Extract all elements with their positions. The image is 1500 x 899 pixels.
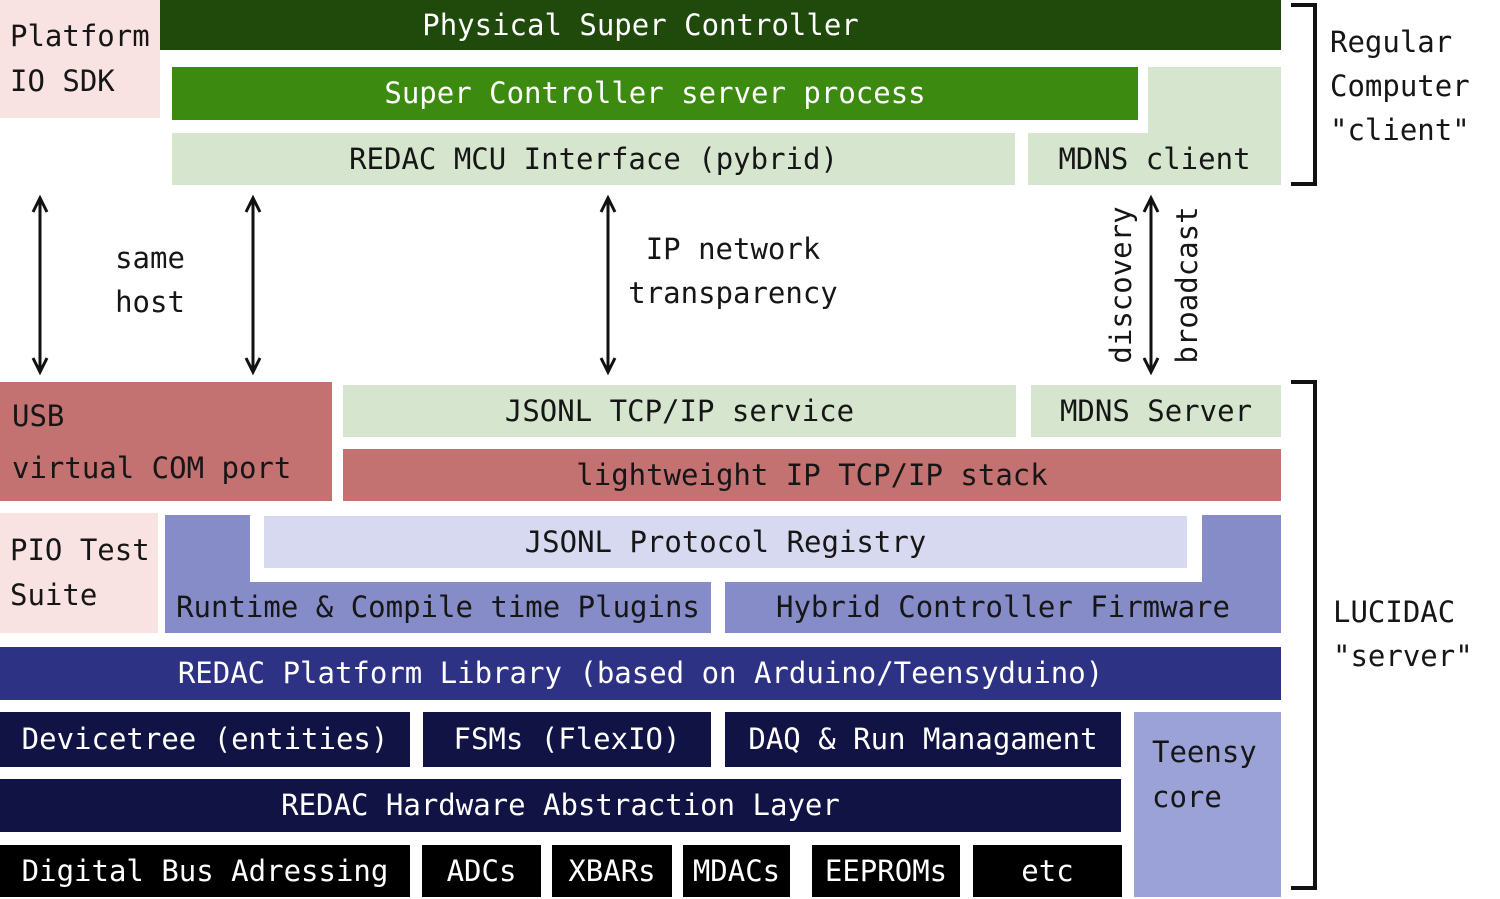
discovery-broadcast-arrow — [1142, 194, 1160, 376]
box-redac-mcu-interface: REDAC MCU Interface (pybrid) — [172, 133, 1015, 185]
box-jsonl-tcpip-service: JSONL TCP/IP service — [343, 385, 1016, 437]
box-platform-io-sdk: Platform IO SDK — [0, 0, 160, 118]
server-bracket — [1291, 380, 1317, 890]
box-runtime-compile-plugins: Runtime & Compile time Plugins — [165, 582, 711, 633]
box-devicetree-entities: Devicetree (entities) — [0, 712, 410, 767]
box-mdacs: MDACs — [683, 845, 790, 897]
same-host-label: same host — [115, 241, 185, 319]
box-digital-bus-addressing: Digital Bus Adressing — [0, 845, 410, 897]
box-etc: etc — [973, 845, 1122, 897]
same-host-arrow-1 — [31, 194, 49, 376]
box-daq-run-management: DAQ & Run Managament — [725, 712, 1121, 767]
ip-network-arrow — [599, 194, 617, 376]
box-mdns-client: MDNS client — [1028, 133, 1281, 185]
box-jsonl-protocol-registry: JSONL Protocol Registry — [264, 516, 1187, 568]
broadcast-label: broadcast — [1170, 206, 1204, 364]
box-xbars: XBARs — [552, 845, 672, 897]
box-physical-super-controller: Physical Super Controller — [0, 0, 1281, 50]
client-bracket — [1291, 3, 1317, 186]
box-redac-platform-library: REDAC Platform Library (based on Arduino… — [0, 647, 1281, 700]
server-bracket-label: LUCIDAC "server" — [1333, 595, 1473, 673]
connection-arrows — [31, 194, 1160, 376]
discovery-label: discovery — [1104, 206, 1138, 364]
box-teensy-core: Teensy core — [1134, 712, 1281, 897]
box-hybrid-controller-firmware: Hybrid Controller Firmware — [725, 582, 1281, 633]
box-adcs: ADCs — [422, 845, 541, 897]
client-bracket-label: Regular Computer "client" — [1330, 25, 1470, 147]
box-super-controller-server-process: Super Controller server process — [172, 67, 1138, 120]
box-redac-hardware-abstraction-layer: REDAC Hardware Abstraction Layer — [0, 779, 1121, 832]
box-pio-test-suite: PIO Test Suite — [0, 513, 158, 633]
ip-network-transparency-label: IP network transparency — [628, 232, 838, 310]
same-host-arrow-2 — [244, 194, 262, 376]
box-mdns-server: MDNS Server — [1031, 385, 1281, 437]
box-usb-virtual-com-port: USB virtual COM port — [0, 382, 332, 501]
box-lightweight-ip-stack: lightweight IP TCP/IP stack — [343, 449, 1281, 501]
box-eeproms: EEPROMs — [812, 845, 960, 897]
box-fsms-flexio: FSMs (FlexIO) — [423, 712, 711, 767]
